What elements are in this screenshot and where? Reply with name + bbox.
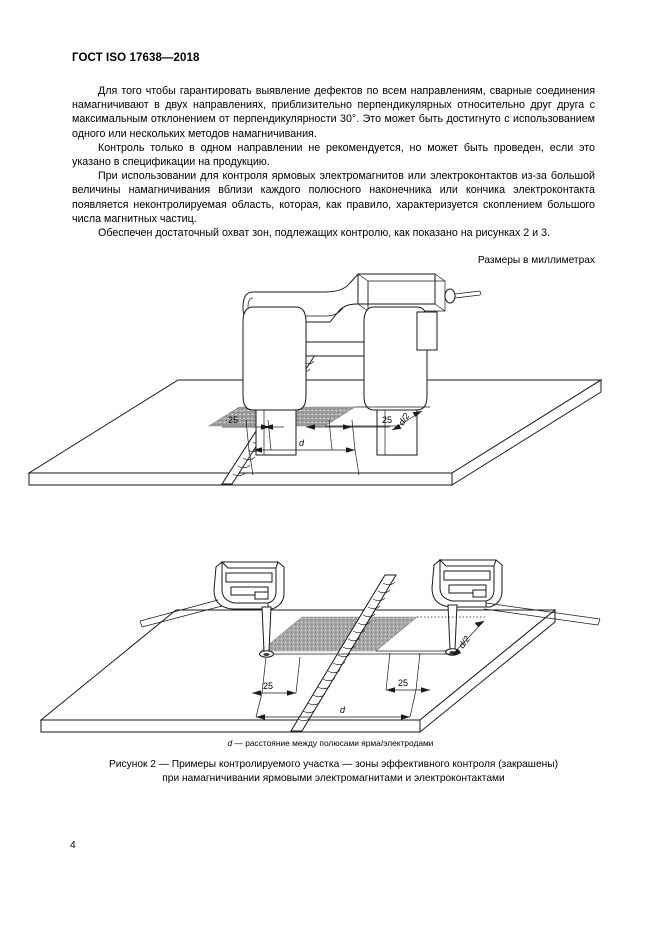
prod-electrode-left	[139, 560, 285, 658]
page-number: 4	[70, 840, 76, 851]
figure-legend: d — расстояние между полюсами ярма/элект…	[0, 738, 661, 748]
dim-label-25-left-upper: 25	[228, 415, 238, 425]
dim-label-25-left-lower: 25	[263, 681, 273, 691]
body-text-block: Для того чтобы гарантировать выявление д…	[72, 84, 595, 240]
figure-2-svg: 25 25 d	[27, 273, 603, 734]
figure-caption: Рисунок 2 — Примеры контролируемого учас…	[72, 758, 595, 786]
upper-diagram-group: 25 25 d	[27, 273, 603, 486]
lower-diagram-group: 25 25 d d/2	[39, 558, 601, 734]
weld-seam-lower	[290, 574, 397, 732]
units-note: Размеры в миллиметрах	[477, 255, 595, 266]
figure-2-illustrations: 25 25 d	[0, 270, 661, 735]
dim-label-d-lower: d	[340, 705, 346, 715]
dim-label-d-upper: d	[299, 438, 305, 448]
yoke-electromagnet	[242, 273, 482, 456]
paragraph-2: Контроль только в одном направлении не р…	[72, 141, 595, 169]
dimensions-upper: 25 25 d	[222, 406, 430, 476]
legend-symbol: d	[227, 738, 233, 748]
legend-dash: —	[234, 738, 243, 748]
paragraph-3: При использовании для контроля ярмовых э…	[72, 170, 595, 225]
dimensions-lower: 25 25 d d/2	[252, 616, 487, 720]
paragraph-1: Для того чтобы гарантировать выявление д…	[72, 85, 595, 140]
dim-label-25-right-lower: 25	[398, 678, 408, 688]
test-plate-upper	[27, 379, 603, 486]
figure-caption-line-2: при намагничивании ярмовыми электромагни…	[162, 773, 505, 784]
figure-caption-line-1: Рисунок 2 — Примеры контролируемого учас…	[109, 759, 558, 770]
prod-electrode-right	[431, 558, 601, 656]
test-plate-lower	[39, 608, 557, 734]
legend-text: расстояние между полюсами ярма/электрода…	[245, 738, 434, 748]
dim-label-25-right-upper: 25	[382, 415, 392, 425]
standard-header: ГОСТ ISO 17638—2018	[72, 52, 200, 64]
paragraph-4: Обеспечен достаточный охват зон, подлежа…	[98, 227, 551, 240]
